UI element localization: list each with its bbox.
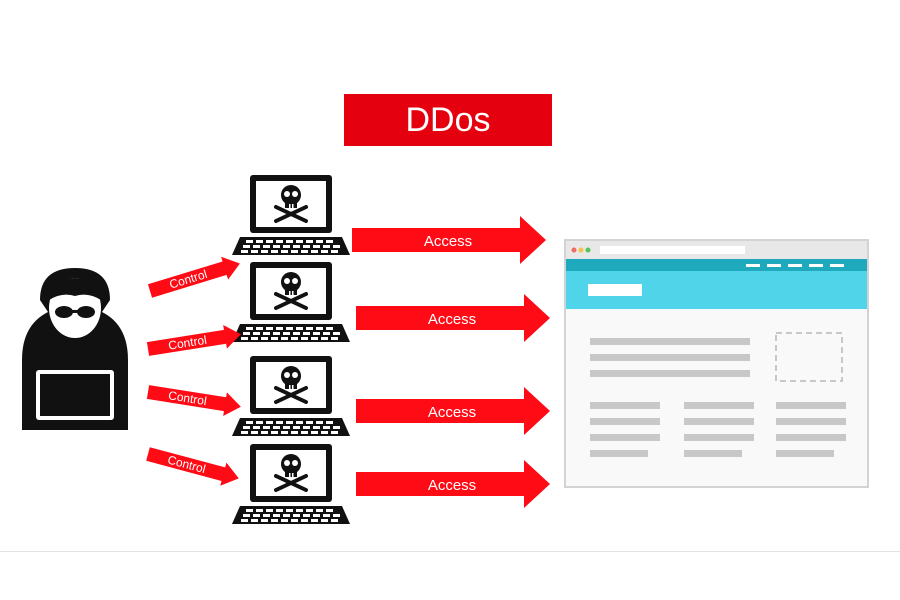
control-arrow-2: Control xyxy=(146,324,241,356)
control-label: Control xyxy=(166,453,207,477)
control-label: Control xyxy=(167,388,207,408)
access-arrow-2: Access xyxy=(356,294,550,342)
infected-laptop-icon xyxy=(230,173,352,257)
divider xyxy=(0,551,900,552)
title-text: DDos xyxy=(405,100,491,139)
access-arrow-3: Access xyxy=(356,387,550,435)
access-label: Access xyxy=(424,233,472,250)
access-label: Access xyxy=(428,404,476,421)
control-arrow-3: Control xyxy=(146,385,241,417)
infected-laptop-icon xyxy=(230,442,352,526)
bot-laptop-1 xyxy=(230,173,352,257)
control-arrow-1: Control xyxy=(147,256,240,298)
control-label: Control xyxy=(167,333,207,353)
access-arrow-1: Access xyxy=(352,216,546,264)
control-label: Control xyxy=(168,267,209,292)
website-window-icon xyxy=(564,239,869,488)
access-label: Access xyxy=(428,477,476,494)
access-label: Access xyxy=(428,311,476,328)
hacker-icon xyxy=(22,268,128,430)
infected-laptop-icon xyxy=(230,354,352,438)
bot-laptop-2 xyxy=(230,260,352,344)
access-arrow-4: Access xyxy=(356,460,550,508)
bot-laptop-3 xyxy=(230,354,352,438)
bot-laptop-4 xyxy=(230,442,352,526)
infected-laptop-icon xyxy=(230,260,352,344)
control-arrow-4: Control xyxy=(146,447,239,486)
title-banner: DDos xyxy=(344,94,552,146)
